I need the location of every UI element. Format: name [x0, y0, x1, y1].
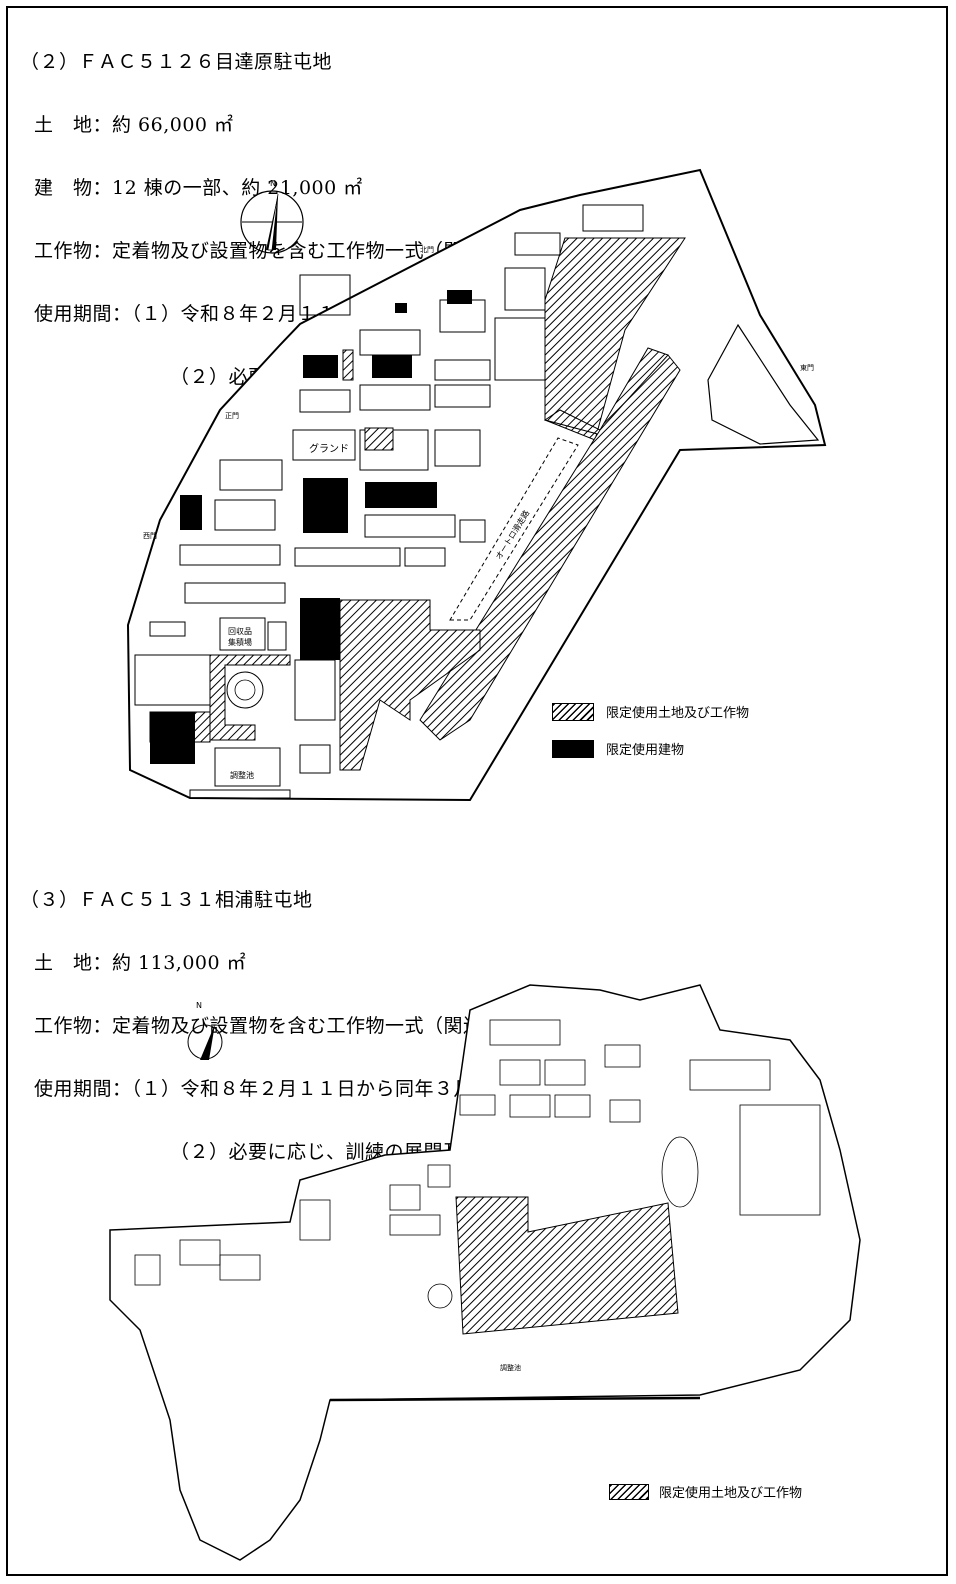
ainoura-map: N 調整池 — [109, 984, 861, 1561]
main-gate-label: 正門 — [225, 412, 239, 420]
limited-use-buildings-metabaru — [150, 290, 472, 764]
north-gate-label: 北門 — [420, 246, 434, 254]
section-2-land: 土 地：約 66,000 ㎡ — [34, 114, 234, 136]
pond-label-2: 調整池 — [500, 1363, 521, 1372]
north-arrow-icon: N — [240, 179, 304, 254]
north-label-2: N — [196, 1001, 202, 1010]
solid-swatch — [552, 739, 594, 758]
ground-label: グランド — [309, 442, 349, 455]
ainoura-buildings — [134, 1019, 821, 1309]
page-border — [6, 6, 948, 1576]
section-3-heading: （３）ＦＡＣ５１３１相浦駐屯地 — [20, 889, 313, 911]
section-3-structure: 工作物：定着物及び設置物を含む工作物一式（関連備品を含む。） — [34, 1015, 610, 1037]
legend-item-hatch-2: 限定使用土地及び工作物 — [609, 1482, 802, 1501]
storage-label-2: 集積場 — [228, 637, 252, 647]
legend-label-hatch-1: 限定使用土地及び工作物 — [606, 706, 750, 721]
north-label: N — [270, 179, 276, 188]
north-arrow-icon-2: N — [187, 1001, 223, 1060]
hatch-swatch — [552, 702, 594, 721]
section-2-heading: （２）ＦＡＣ５１２６目達原駐屯地 — [20, 51, 333, 73]
pond-label: 調整池 — [230, 770, 254, 780]
legend-item-solid-1: 限定使用建物 — [552, 739, 684, 758]
section-3-period-1: 使用期間：（１）令和８年２月１１日から同年３月９日までの間 — [34, 1078, 591, 1100]
jp-circle — [226, 671, 264, 709]
hatch-swatch-2 — [609, 1483, 649, 1500]
building-outlines — [134, 204, 644, 799]
legend-label-solid-1: 限定使用建物 — [606, 743, 685, 758]
west-gate-label: 西門 — [143, 532, 157, 540]
limited-use-land-ainoura — [455, 1196, 679, 1335]
storage-label: 回収品 — [228, 626, 252, 636]
legend-item-hatch-1: 限定使用土地及び工作物 — [552, 702, 749, 721]
limited-use-land-metabaru — [149, 237, 686, 771]
east-annex — [707, 323, 820, 445]
metabaru-map: N — [126, 168, 827, 802]
shoreline — [329, 1396, 701, 1402]
section-2-building: 建 物：12 棟の一部、約 21,000 ㎡ — [34, 177, 363, 199]
runway-outline — [449, 437, 579, 621]
east-gate-label: 東門 — [800, 363, 814, 372]
section-3-land: 土 地：約 113,000 ㎡ — [34, 952, 247, 974]
legend-label-hatch-2: 限定使用土地及び工作物 — [659, 1486, 803, 1501]
